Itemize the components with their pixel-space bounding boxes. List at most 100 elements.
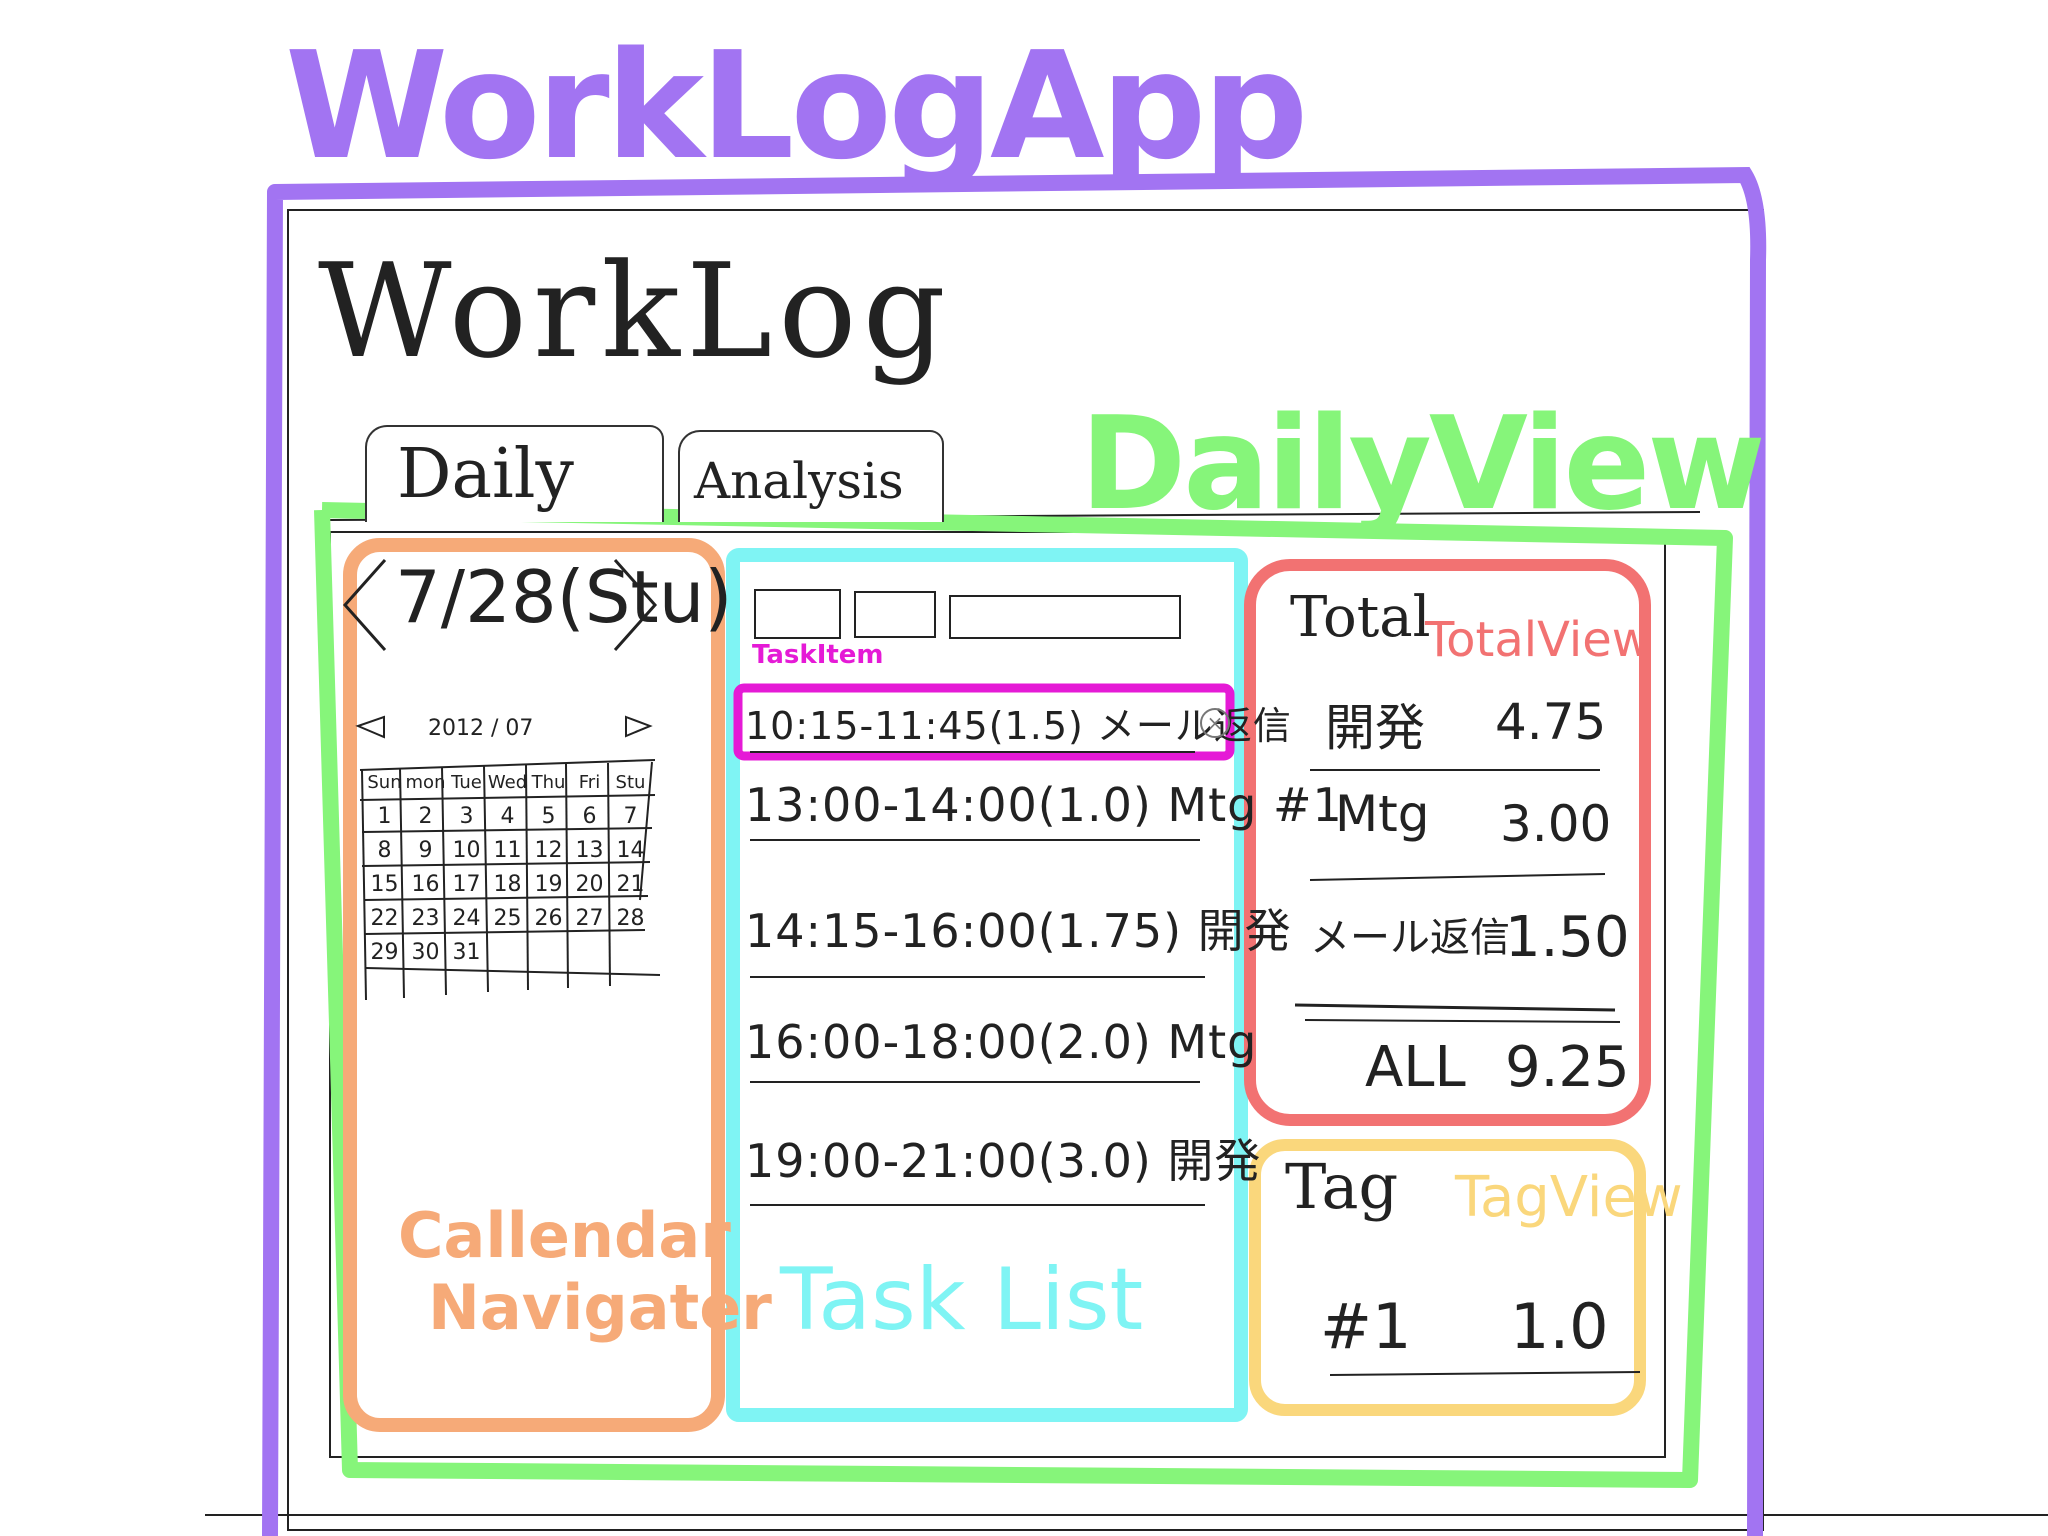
calendar-day[interactable]: 5	[541, 804, 556, 829]
task-item-label: TaskItem	[752, 640, 884, 670]
total-row-value: 4.75	[1495, 693, 1607, 751]
tab-daily[interactable]: Daily	[365, 425, 664, 522]
calendar-weekday: Sun	[367, 772, 402, 793]
calendar-day[interactable]: 15	[370, 872, 399, 897]
calendar-next-month-button[interactable]	[622, 710, 658, 742]
calendar-day[interactable]: 11	[493, 838, 522, 863]
calendar-day[interactable]: 9	[418, 838, 433, 863]
calendar-day[interactable]: 28	[616, 906, 645, 931]
total-view-boundary	[1244, 559, 1651, 1126]
task-row[interactable]: 19:00-21:00(3.0) 開発	[745, 1134, 1262, 1188]
calendar-day[interactable]: 26	[534, 906, 563, 931]
task-list-toolbar-button-1[interactable]	[755, 590, 840, 638]
task-list-label: Task List	[780, 1250, 1144, 1350]
task-row[interactable]: 16:00-18:00(2.0) Mtg	[745, 1015, 1258, 1069]
calendar-day[interactable]: 8	[377, 838, 392, 863]
app-title: WorkLog	[318, 235, 952, 387]
calendar-day[interactable]: 24	[452, 906, 481, 931]
tab-analysis-label: Analysis	[694, 452, 904, 510]
calendar-day[interactable]: 17	[452, 872, 481, 897]
calendar-week-row: 15 16 17 18 19 20 21	[364, 868, 654, 902]
task-row[interactable]: 14:15-16:00(1.75) 開発	[745, 904, 1292, 958]
calendar-day	[569, 936, 610, 970]
calendar-weekday: Tue	[451, 772, 482, 793]
delete-icon[interactable]: ×	[1200, 708, 1230, 738]
calendar-day	[487, 936, 528, 970]
calendar-day[interactable]: 20	[575, 872, 604, 897]
calendar-day[interactable]: 2	[418, 804, 433, 829]
total-row-value: 3.00	[1500, 795, 1612, 853]
tag-heading: Tag	[1285, 1150, 1399, 1223]
calendar-day[interactable]: 4	[500, 804, 515, 829]
task-list-toolbar-button-2[interactable]	[855, 592, 935, 637]
app-boundary	[262, 166, 1767, 1536]
total-row-name: メール返信	[1310, 915, 1510, 961]
calendar-month-label: 2012 / 07	[428, 716, 534, 741]
calendar-prev-month-stroke	[355, 715, 385, 739]
calendar-day[interactable]: 18	[493, 872, 522, 897]
task-item-boundary	[733, 683, 1235, 761]
tab-daily-label: Daily	[397, 435, 574, 514]
total-row-value: 1.50	[1505, 905, 1630, 970]
calendar-day[interactable]: 14	[616, 838, 645, 863]
task-item-text: 10:15-11:45(1.5) メール返信	[745, 704, 1292, 748]
tag-row-value: 1.0	[1510, 1290, 1609, 1363]
total-row-value: 9.25	[1505, 1035, 1630, 1100]
calendar-current-date: 7/28(Stu)	[395, 555, 733, 639]
calendar-week-row: 29 30 31	[364, 936, 654, 970]
task-row[interactable]: 13:00-14:00(1.0) Mtg #1	[745, 778, 1343, 832]
total-row-name: ALL	[1365, 1035, 1466, 1100]
calendar-week-row: 22 23 24 25 26 27 28	[364, 902, 654, 936]
calendar-day[interactable]: 16	[411, 872, 440, 897]
calendar-day[interactable]: 3	[459, 804, 474, 829]
calendar-weekday: mon	[405, 772, 446, 793]
total-row-name: Mtg	[1335, 785, 1430, 843]
task-list-toolbar-input[interactable]	[950, 596, 1180, 638]
calendar-day[interactable]: 10	[452, 838, 481, 863]
task-item[interactable]: 10:15-11:45(1.5) メール返信	[745, 695, 1291, 750]
calendar-day[interactable]: 6	[582, 804, 597, 829]
calendar-day	[610, 936, 651, 970]
calendar-day[interactable]: 13	[575, 838, 604, 863]
tab-analysis[interactable]: Analysis	[678, 430, 944, 522]
calendar-day[interactable]: 25	[493, 906, 522, 931]
calendar-next-day-button[interactable]	[612, 560, 662, 652]
calendar-day[interactable]: 21	[616, 872, 645, 897]
task-list-boundary	[726, 548, 1248, 1422]
tag-row-name: #1	[1320, 1290, 1412, 1363]
calendar-day[interactable]: 27	[575, 906, 604, 931]
calendar-prev-day-button[interactable]	[340, 560, 390, 652]
calendar-day[interactable]: 31	[452, 940, 481, 965]
calendar-grid	[359, 759, 661, 1001]
total-heading: Total	[1290, 585, 1431, 650]
calendar-prev-day-stroke	[342, 559, 387, 651]
calendar-day[interactable]: 1	[377, 804, 392, 829]
daily-view-boundary	[314, 502, 1733, 1488]
calendar-day[interactable]: 22	[370, 906, 399, 931]
calendar-day[interactable]: 30	[411, 940, 440, 965]
calendar-day	[528, 936, 569, 970]
calendar-day[interactable]: 29	[370, 940, 399, 965]
calendar-weekday: Stu	[615, 772, 646, 793]
calendar-day[interactable]: 7	[623, 804, 638, 829]
calendar-weekday: Wed	[487, 772, 528, 793]
calendar-next-month-stroke	[625, 715, 653, 738]
calendar-boundary	[343, 538, 725, 1432]
tag-view-label: TagView	[1455, 1165, 1683, 1230]
total-view-label: TotalView	[1425, 612, 1652, 668]
calendar-navigator-label: Callendar Navigater	[398, 1200, 772, 1344]
calendar-weekday: Fri	[578, 772, 601, 793]
calendar-day[interactable]: 19	[534, 872, 563, 897]
tag-view-boundary	[1249, 1139, 1646, 1416]
toolbar-box-2	[854, 591, 936, 638]
toolbar-box-3	[949, 595, 1181, 639]
calendar-day[interactable]: 23	[411, 906, 440, 931]
calendar-prev-month-button[interactable]	[352, 710, 388, 742]
calendar-navigator-label-line2: Navigater	[428, 1271, 772, 1344]
calendar-weekday: Thu	[531, 772, 566, 793]
calendar-week-row: 8 9 10 11 12 13 14	[364, 834, 654, 868]
calendar-day[interactable]: 12	[534, 838, 563, 863]
calendar-week-row: 1 2 3 4 5 6 7	[364, 800, 654, 834]
